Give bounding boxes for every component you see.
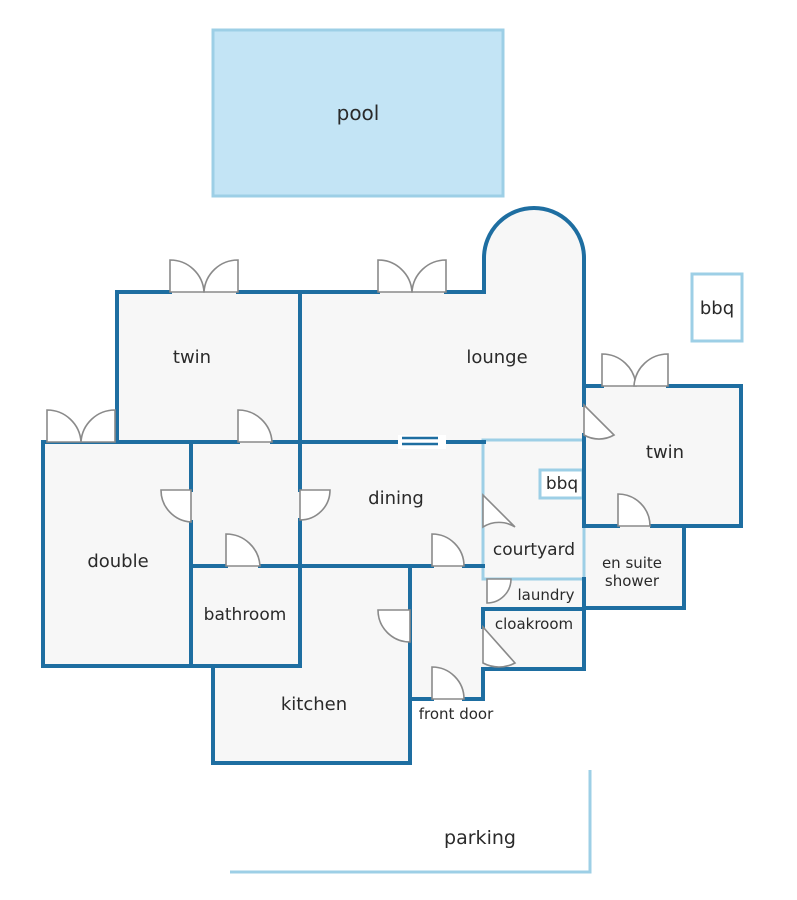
room-label-twin-left: twin <box>173 347 211 368</box>
room-label-laundry: laundry <box>518 586 575 604</box>
room-label-double: double <box>87 551 148 572</box>
labels: pool bbq twin lounge twin double dining … <box>87 101 734 849</box>
doors <box>46 259 669 700</box>
room-label-dining: dining <box>368 488 424 509</box>
room-label-en-suite: en suite <box>602 554 662 572</box>
room-label-twin-right: twin <box>646 442 684 463</box>
courtyard-bbq-label: bbq <box>546 474 578 494</box>
parking-area <box>230 770 592 874</box>
outdoor-bbq-box <box>690 272 744 343</box>
room-label-kitchen: kitchen <box>281 694 347 715</box>
parking-label: parking <box>444 827 516 849</box>
room-label-cloakroom: cloakroom <box>495 615 573 633</box>
courtyard-bbq-box <box>538 468 585 500</box>
outdoor-bbq-label: bbq <box>700 298 734 319</box>
pool-label: pool <box>337 101 380 125</box>
room-label-courtyard: courtyard <box>493 540 575 560</box>
pool-area <box>211 28 505 198</box>
room-label-front-door: front door <box>419 705 494 723</box>
floor-fills <box>43 208 741 763</box>
room-label-lounge: lounge <box>466 347 527 368</box>
room-label-bathroom: bathroom <box>204 605 287 625</box>
room-label-en-suite-shower: shower <box>605 572 660 590</box>
